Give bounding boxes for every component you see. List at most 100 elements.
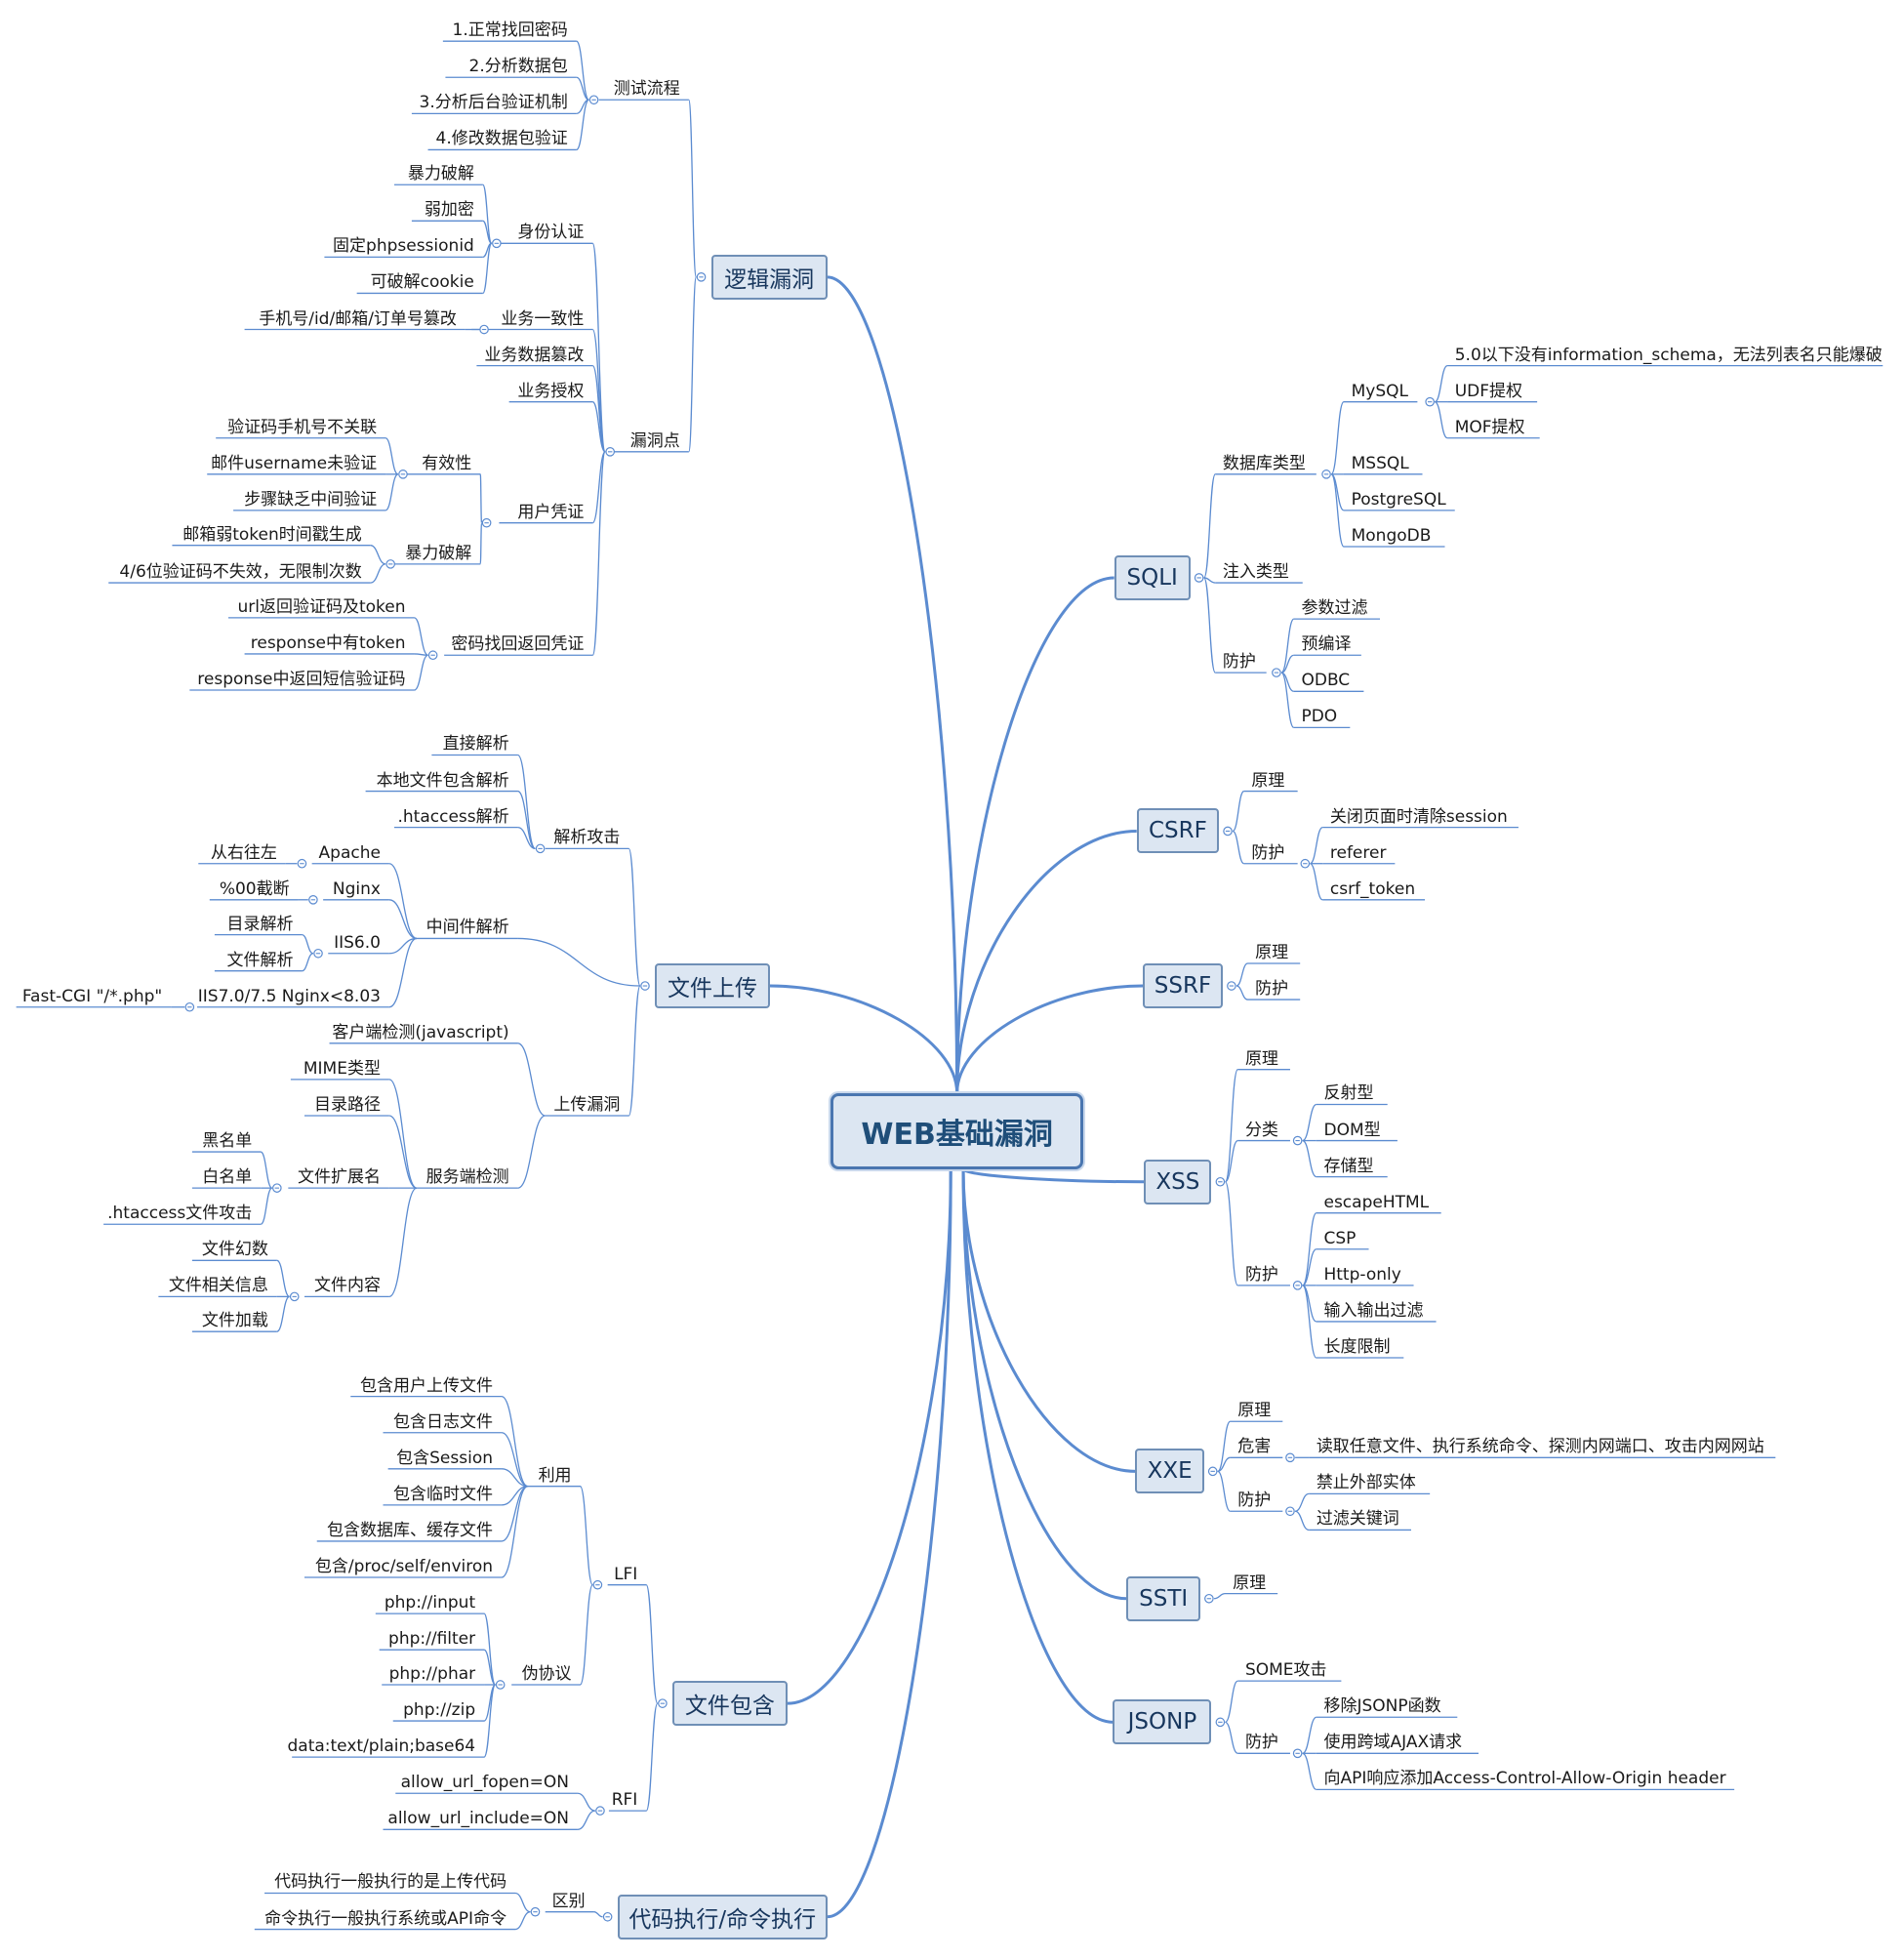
topic-label[interactable]: 文件解析 xyxy=(226,950,294,970)
topic-label[interactable]: referer xyxy=(1329,842,1387,863)
topic-label[interactable]: 包含临时文件 xyxy=(393,1484,494,1504)
topic-label[interactable]: php://phar xyxy=(388,1663,476,1684)
topic-label[interactable]: 固定phpsessionid xyxy=(333,236,474,257)
topic-label[interactable]: 输入输出过滤 xyxy=(1323,1300,1424,1321)
topic-label[interactable]: PDO xyxy=(1301,707,1338,727)
topic-label[interactable]: 防护 xyxy=(1244,1733,1278,1753)
topic-label[interactable]: 3.分析后台验证机制 xyxy=(419,93,568,113)
topic-label[interactable]: 测试流程 xyxy=(613,79,680,100)
topic-label[interactable]: 弱加密 xyxy=(424,200,474,221)
branch-node[interactable]: 代码执行/命令执行 xyxy=(617,1894,828,1940)
topic-label[interactable]: 业务数据篡改 xyxy=(484,345,585,365)
topic-label[interactable]: 目录解析 xyxy=(226,914,294,934)
topic-label[interactable]: 原理 xyxy=(1237,1401,1272,1421)
topic-label[interactable]: MongoDB xyxy=(1351,525,1432,546)
topic-label[interactable]: 过滤关键词 xyxy=(1316,1509,1399,1530)
branch-node[interactable]: SQLI xyxy=(1114,554,1191,600)
topic-label[interactable]: ODBC xyxy=(1301,671,1351,691)
topic-label[interactable]: 4.修改数据包验证 xyxy=(435,129,568,149)
topic-label[interactable]: 手机号/id/邮箱/订单号篡改 xyxy=(259,308,457,329)
topic-label[interactable]: SOME攻击 xyxy=(1244,1660,1327,1681)
topic-label[interactable]: 防护 xyxy=(1237,1490,1272,1511)
topic-label[interactable]: allow_url_include=ON xyxy=(387,1809,569,1829)
topic-label[interactable]: 包含Session xyxy=(396,1448,494,1468)
topic-label[interactable]: response中返回短信验证码 xyxy=(197,670,406,689)
topic-label[interactable]: php://filter xyxy=(388,1629,476,1650)
topic-label[interactable]: LFI xyxy=(614,1564,638,1584)
topic-label[interactable]: UDF提权 xyxy=(1454,381,1523,401)
topic-label[interactable]: 密码找回返回凭证 xyxy=(451,634,585,655)
topic-label[interactable]: url返回验证码及token xyxy=(237,596,406,617)
topic-label[interactable]: 暴力破解 xyxy=(405,543,472,563)
topic-label[interactable]: 文件内容 xyxy=(313,1276,381,1296)
topic-label[interactable]: IIS6.0 xyxy=(334,932,381,953)
branch-node[interactable]: 文件上传 xyxy=(655,963,770,1009)
topic-label[interactable]: 利用 xyxy=(538,1465,572,1486)
topic-label[interactable]: 防护 xyxy=(1244,1264,1278,1285)
topic-label[interactable]: 白名单 xyxy=(202,1167,253,1188)
topic-label[interactable]: 原理 xyxy=(1233,1572,1267,1593)
topic-label[interactable]: 代码执行一般执行的是上传代码 xyxy=(274,1872,507,1893)
topic-label[interactable]: 数据库类型 xyxy=(1222,453,1306,473)
topic-label[interactable]: 可破解cookie xyxy=(370,272,474,293)
topic-label[interactable]: 黑名单 xyxy=(202,1131,253,1152)
topic-label[interactable]: 解析攻击 xyxy=(553,828,621,848)
branch-node[interactable]: JSONP xyxy=(1113,1699,1212,1745)
topic-label[interactable]: 客户端检测(javascript) xyxy=(332,1022,509,1042)
branch-node[interactable]: SSRF xyxy=(1143,963,1223,1009)
topic-label[interactable]: 邮箱弱token时间戳生成 xyxy=(182,524,362,545)
topic-label[interactable]: Apache xyxy=(318,842,381,863)
topic-label[interactable]: 业务授权 xyxy=(517,381,585,401)
topic-label[interactable]: escapeHTML xyxy=(1323,1192,1430,1212)
topic-label[interactable]: 业务一致性 xyxy=(501,308,585,329)
topic-label[interactable]: 本地文件包含解析 xyxy=(376,770,509,791)
topic-label[interactable]: php://zip xyxy=(403,1700,476,1721)
topic-label[interactable]: response中有token xyxy=(250,633,406,653)
topic-label[interactable]: 漏洞点 xyxy=(629,430,680,451)
branch-node[interactable]: XXE xyxy=(1135,1449,1204,1494)
topic-label[interactable]: 2.分析数据包 xyxy=(468,57,568,77)
topic-label[interactable]: 身份认证 xyxy=(517,223,585,243)
topic-label[interactable]: RFI xyxy=(611,1790,638,1811)
topic-label[interactable]: 移除JSONP函数 xyxy=(1323,1696,1441,1717)
topic-label[interactable]: data:text/plain;base64 xyxy=(287,1736,476,1757)
topic-label[interactable]: 防护 xyxy=(1222,652,1256,673)
topic-label[interactable]: allow_url_fopen=ON xyxy=(400,1773,569,1793)
topic-label[interactable]: 文件扩展名 xyxy=(297,1167,381,1188)
topic-label[interactable]: MOF提权 xyxy=(1454,417,1525,437)
topic-label[interactable]: 1.正常找回密码 xyxy=(452,20,568,41)
branch-node[interactable]: XSS xyxy=(1144,1159,1212,1205)
topic-label[interactable]: 包含/proc/self/environ xyxy=(314,1557,494,1577)
topic-label[interactable]: csrf_token xyxy=(1329,878,1416,899)
topic-label[interactable]: 关闭页面时清除session xyxy=(1329,806,1508,827)
topic-label[interactable]: MIME类型 xyxy=(303,1058,381,1079)
root-node[interactable]: WEB基础漏洞 xyxy=(830,1092,1083,1169)
topic-label[interactable]: 文件加载 xyxy=(201,1311,268,1331)
topic-label[interactable]: 参数过滤 xyxy=(1301,598,1368,619)
topic-label[interactable]: .htaccess文件攻击 xyxy=(107,1204,253,1224)
topic-label[interactable]: 危害 xyxy=(1237,1437,1272,1457)
topic-label[interactable]: 包含数据库、缓存文件 xyxy=(327,1520,494,1540)
topic-label[interactable]: 反射型 xyxy=(1323,1083,1374,1104)
topic-label[interactable]: php://input xyxy=(384,1593,476,1613)
branch-node[interactable]: 逻辑漏洞 xyxy=(710,254,828,300)
topic-label[interactable]: 文件幻数 xyxy=(201,1240,268,1260)
topic-label[interactable]: 验证码手机号不关联 xyxy=(227,417,378,437)
topic-label[interactable]: 从右往左 xyxy=(210,842,277,863)
topic-label[interactable]: %00截断 xyxy=(219,878,290,899)
topic-label[interactable]: 区别 xyxy=(551,1891,586,1911)
topic-label[interactable]: 文件相关信息 xyxy=(168,1276,268,1296)
topic-label[interactable]: 使用跨域AJAX请求 xyxy=(1323,1733,1463,1753)
topic-label[interactable]: 存储型 xyxy=(1323,1156,1374,1176)
topic-label[interactable]: 目录路径 xyxy=(313,1094,381,1115)
topic-label[interactable]: PostgreSQL xyxy=(1351,489,1446,510)
topic-label[interactable]: 命令执行一般执行系统或API命令 xyxy=(264,1908,507,1929)
topic-label[interactable]: DOM型 xyxy=(1323,1120,1381,1140)
topic-label[interactable]: 原理 xyxy=(1255,943,1289,962)
branch-node[interactable]: 文件包含 xyxy=(672,1681,788,1727)
topic-label[interactable]: 上传漏洞 xyxy=(553,1094,621,1115)
topic-label[interactable]: 包含日志文件 xyxy=(393,1411,494,1432)
topic-label[interactable]: 暴力破解 xyxy=(407,164,474,184)
topic-label[interactable]: 原理 xyxy=(1251,770,1285,791)
branch-node[interactable]: CSRF xyxy=(1136,808,1220,854)
